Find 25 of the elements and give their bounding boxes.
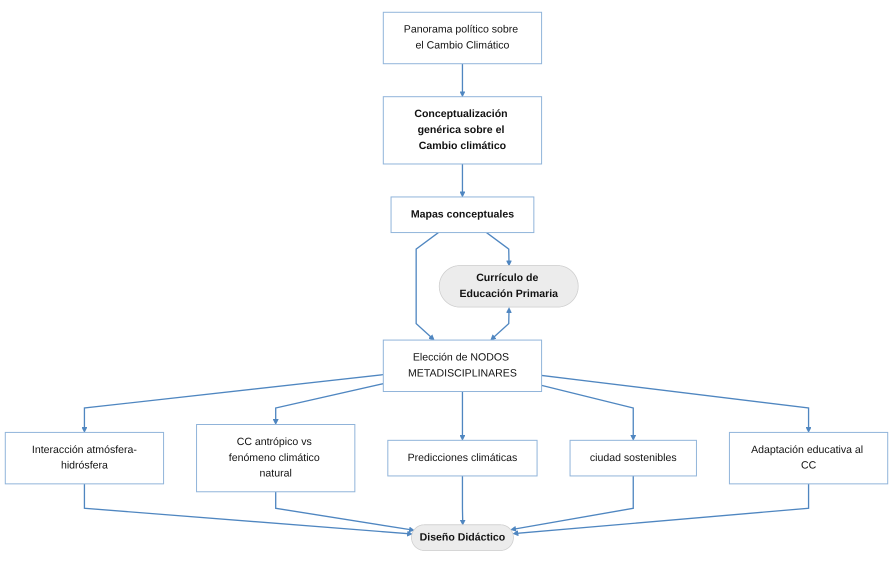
arrow bbox=[486, 232, 512, 266]
arrow bbox=[460, 63, 466, 97]
arrow bbox=[84, 483, 413, 536]
arrow bbox=[416, 232, 439, 340]
arrow bbox=[512, 483, 810, 536]
arrow bbox=[541, 384, 636, 440]
arrow bbox=[82, 374, 384, 432]
node-box bbox=[570, 439, 697, 476]
arrow bbox=[460, 391, 466, 440]
node-box bbox=[390, 196, 534, 233]
node-box bbox=[382, 339, 542, 392]
arrow bbox=[460, 476, 466, 525]
arrow bbox=[510, 476, 634, 532]
node-box bbox=[728, 432, 888, 484]
node-box bbox=[382, 11, 542, 64]
arrow bbox=[275, 491, 415, 532]
arrow bbox=[272, 382, 384, 424]
node-box bbox=[196, 424, 356, 492]
node-box bbox=[4, 432, 164, 484]
node-box bbox=[387, 439, 538, 476]
node-box bbox=[382, 96, 542, 164]
flowchart: Panorama político sobre el Cambio Climático Conceptualización genérica sobre el Cambio climático Mapas conceptuales Currículo de Educación Primaria Elección de NODOS METADISCIPLINARES Interacción atmósfera-hidrósfera CC antrópico vs fenómeno climático natural Predicciones climáticas ciudad sostenibles Adaptación educativa al CC Diseño Didáctico bbox=[0, 6, 893, 556]
arrow bbox=[542, 374, 812, 432]
arrow bbox=[460, 164, 466, 197]
arrow bbox=[490, 307, 512, 340]
